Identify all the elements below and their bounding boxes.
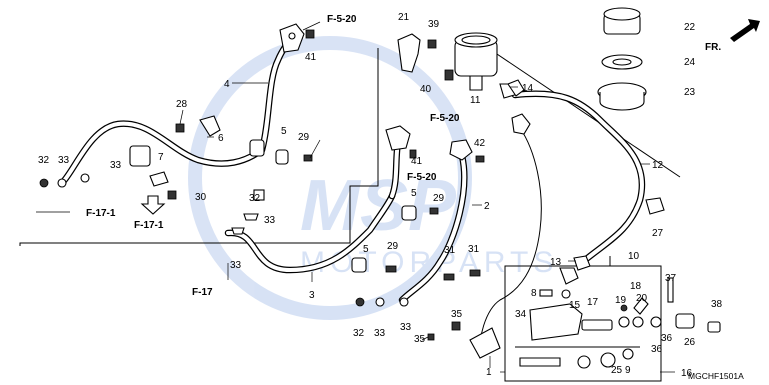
part-label-5c: 5	[363, 244, 369, 255]
part-label-25: 25	[611, 365, 623, 376]
part-label-35: 35	[414, 334, 426, 345]
part-label-27: 27	[652, 228, 664, 239]
part-label-41a: 41	[305, 52, 317, 63]
part-label-33b: 33	[110, 160, 122, 171]
part-label-29c: 29	[387, 241, 399, 252]
line-1	[479, 113, 542, 356]
part-label-33e: 33	[374, 328, 386, 339]
reference-labels: F-5-20 F-5-20 F-5-20 F-17-1 F-17-1 F-17 …	[86, 14, 744, 381]
brake-hose-4	[58, 23, 305, 187]
brake-hose-3	[224, 125, 411, 274]
part-label-10: 10	[628, 251, 640, 262]
down-arrow-icon	[140, 195, 166, 215]
direction-label: FR.	[705, 42, 721, 53]
part-label-5a: 5	[281, 126, 287, 137]
part-label-36b: 36	[651, 344, 663, 355]
part-label-21: 21	[398, 12, 410, 23]
part-label-4: 4	[224, 79, 230, 90]
front-direction-arrow-icon	[730, 19, 760, 42]
reservoir-11	[454, 32, 519, 99]
part-label-41b: 41	[411, 156, 423, 167]
part-label-1: 1	[486, 367, 492, 378]
part-label-18: 18	[630, 281, 642, 292]
part-label-14: 14	[522, 83, 534, 94]
part-label-29a: 29	[298, 132, 310, 143]
part-label-22: 22	[684, 22, 696, 33]
clips-misc	[507, 79, 665, 271]
part-label-33a: 33	[58, 155, 70, 166]
part-label-33f: 33	[400, 322, 412, 333]
part-label-5b: 5	[411, 188, 417, 199]
part-label-13: 13	[550, 257, 562, 268]
part-number-labels: 1 2 3 4 5 5 5 6 7 8 9 10 11 12 13 14 15 …	[38, 12, 723, 379]
part-label-34: 34	[515, 309, 527, 320]
part-label-11: 11	[470, 95, 481, 106]
plate-24	[601, 54, 643, 70]
ref-f-17-1-bottom: F-17-1	[134, 220, 164, 231]
leader-lines	[36, 21, 675, 373]
part-label-29b: 29	[433, 193, 445, 204]
part-label-20: 20	[636, 293, 648, 304]
part-label-30: 30	[195, 192, 207, 203]
bracket-21	[397, 33, 454, 81]
clamps	[129, 115, 417, 273]
part-label-32c: 32	[353, 328, 365, 339]
part-label-31a: 31	[444, 245, 456, 256]
part-label-12: 12	[652, 160, 664, 171]
master-cylinder	[469, 267, 721, 369]
ref-f-17: F-17	[192, 287, 213, 298]
part-label-31b: 31	[468, 244, 480, 255]
brake-hose-2	[398, 139, 473, 304]
part-label-33d: 33	[230, 260, 242, 271]
part-label-16: 16	[681, 368, 693, 379]
part-label-33c: 33	[264, 215, 276, 226]
part-label-37: 37	[665, 273, 677, 284]
part-label-24: 24	[684, 57, 696, 68]
part-label-26: 26	[684, 337, 696, 348]
ref-f-5-20-lower: F-5-20	[407, 172, 437, 183]
diagram-code: MGCHF1501A	[688, 371, 744, 381]
part-label-32a: 32	[38, 155, 50, 166]
part-label-23: 23	[684, 87, 696, 98]
part-label-6: 6	[218, 133, 224, 144]
part-label-9: 9	[625, 365, 631, 376]
part-label-15: 15	[569, 300, 581, 311]
ref-f-5-20-top: F-5-20	[327, 14, 357, 25]
part-label-3: 3	[309, 290, 315, 301]
part-label-35b: 35	[451, 309, 463, 320]
part-label-39: 39	[428, 19, 440, 30]
part-label-28: 28	[176, 99, 188, 110]
part-label-32b: 32	[249, 193, 261, 204]
ref-f-17-1-left: F-17-1	[86, 208, 116, 219]
part-label-42: 42	[474, 138, 486, 149]
cap-22	[603, 7, 641, 35]
diaphragm-23	[597, 82, 647, 111]
fasteners	[39, 29, 485, 341]
part-label-38: 38	[711, 299, 723, 310]
part-label-19: 19	[615, 295, 627, 306]
ref-f-5-20-middle: F-5-20	[430, 113, 460, 124]
part-label-17: 17	[587, 297, 599, 308]
part-label-36a: 36	[661, 333, 673, 344]
part-label-8: 8	[531, 288, 537, 299]
part-label-2: 2	[484, 201, 490, 212]
brake-hose-12	[511, 90, 646, 264]
part-label-40: 40	[420, 84, 432, 95]
section-frame-lines	[19, 47, 681, 382]
part-label-7: 7	[158, 152, 164, 163]
